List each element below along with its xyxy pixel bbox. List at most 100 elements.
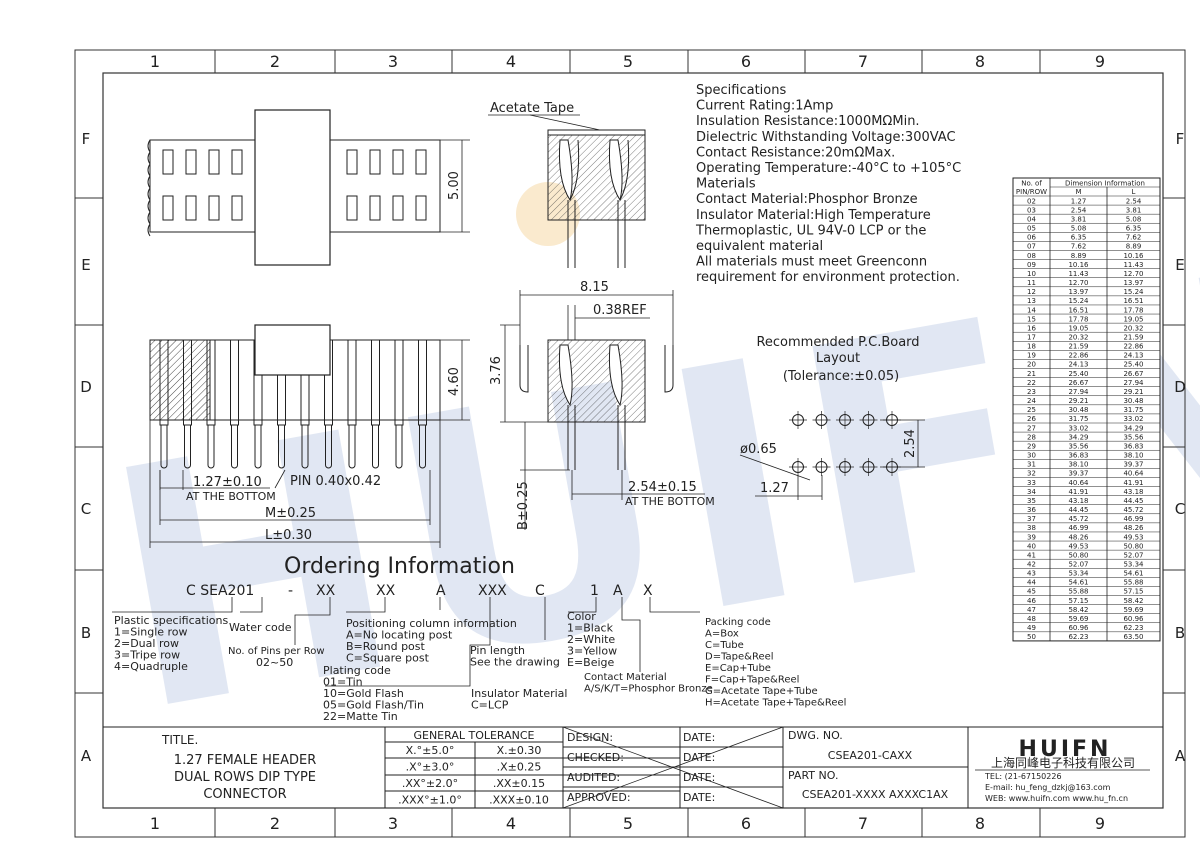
dim-815: 8.15 (580, 280, 609, 295)
dim-table-cell: 36.83 (1123, 442, 1143, 450)
dim-table-cell: 22.86 (1068, 352, 1089, 360)
dim-table-cell: 10.16 (1123, 252, 1144, 260)
title-line-3: CONNECTOR (203, 787, 286, 802)
acetate-tape-label: Acetate Tape (490, 101, 574, 116)
frame-col-8-bottom: 8 (975, 814, 985, 833)
role-date: DATE: (683, 731, 715, 744)
dim-table-cell: 20 (1027, 361, 1036, 369)
dim-table-cell: 8.89 (1071, 252, 1087, 260)
front-pin (184, 425, 191, 469)
dim-038: 0.38REF (593, 303, 647, 318)
tolerance-angle: X.°±5.0° (406, 744, 455, 757)
tolerance-header: GENERAL TOLERANCE (413, 729, 534, 742)
dim-table-cell: 21.59 (1123, 334, 1143, 342)
front-pin-body (206, 339, 216, 426)
dim-table-cell: 29.21 (1123, 388, 1143, 396)
dim-table-cell: 13 (1027, 297, 1036, 305)
title-line-1: 1.27 FEMALE HEADER (174, 753, 317, 768)
dim-table-cell: 6.35 (1071, 234, 1087, 242)
frame-col-4-bottom: 4 (506, 814, 516, 833)
dim-table-cell: 19.05 (1068, 324, 1088, 332)
dim-table-cell: 57.15 (1123, 588, 1143, 596)
company-email: E-mail: hu_feng_dzkj@163.com (985, 783, 1111, 792)
dim-table-cell: 08 (1027, 252, 1036, 260)
dim-m: M±0.25 (265, 506, 316, 521)
dim-table-cell: 29 (1027, 442, 1036, 450)
top-slot (369, 195, 381, 221)
front-pin (231, 425, 238, 469)
dim-table-cell: 25.40 (1123, 361, 1143, 369)
dim-table-cell: 34 (1027, 488, 1036, 496)
tolerance-linear: .XXX±0.10 (489, 794, 549, 807)
ord-plating-line: 22=Matte Tin (323, 710, 398, 723)
dim-table-cell: 49.53 (1068, 542, 1088, 550)
top-slot (208, 149, 220, 175)
frame-row-C-right: C (1175, 500, 1185, 518)
dim-table-cell: 7.62 (1071, 243, 1087, 251)
dim-table-cell: 2.54 (1126, 197, 1142, 205)
dim-table-cell: 60.96 (1123, 615, 1144, 623)
spec-line: All materials must meet Greenconn (696, 255, 927, 270)
frame-col-8-top: 8 (975, 52, 985, 71)
dim-table-cell: 40 (1027, 542, 1036, 550)
top-slot (415, 195, 427, 221)
dim-table-cell: 20.32 (1068, 334, 1088, 342)
top-slot (208, 195, 220, 221)
company-web: WEB: www.huifn.com www.hu_fn.cn (985, 794, 1128, 803)
frame-row-D-right: D (1174, 378, 1186, 396)
dim-table-cell: 48.26 (1068, 533, 1089, 541)
dim-table-cell: 45.72 (1068, 515, 1088, 523)
frame-col-5-top: 5 (623, 52, 633, 71)
company-name: 上海同峰电子科技有限公司 (991, 755, 1135, 770)
dim-pitch-note: AT THE BOTTOM (186, 490, 276, 503)
spec-line: Contact Resistance:20mΩMax. (696, 145, 895, 160)
top-slot (415, 149, 427, 175)
ord-plastic-line: 2=Dual row (114, 637, 179, 650)
dim-pin-size: PIN 0.40x0.42 (290, 474, 381, 489)
dim-table-cell: 35 (1027, 497, 1036, 505)
dim-table-cell: 8.89 (1126, 243, 1142, 251)
pcb-layout: Recommended P.C.Board Layout (Tolerance:… (739, 335, 925, 500)
ord-plastic-line: 1=Single row (114, 626, 188, 639)
frame-col-1-bottom: 1 (150, 814, 160, 833)
ordering-pins-line: No. of Pins per Row (228, 646, 325, 657)
front-pin-body (230, 339, 239, 426)
top-slot (392, 149, 404, 175)
dim-table-cell: 35.56 (1123, 433, 1144, 441)
part-number: CSEA201-XXXX AXXXC1AX (802, 788, 949, 801)
dim-table-cell: 31.75 (1068, 415, 1088, 423)
front-pin (301, 425, 309, 469)
dim-table-cell: 31.75 (1123, 406, 1143, 414)
frame-col-4-top: 4 (506, 52, 516, 71)
dim-table-cell: 11.43 (1068, 270, 1088, 278)
dim-table-cell: 38.10 (1068, 461, 1088, 469)
ord-color-line: E=Beige (567, 656, 615, 669)
title-block (103, 726, 1163, 809)
ord-packing-line: E=Cap+Tube (705, 663, 771, 674)
dim-table-cell: 16 (1027, 324, 1036, 332)
title-line-2: DUAL ROWS DIP TYPE (174, 770, 316, 785)
ord-plastic-line: 3=Tripe row (114, 649, 180, 662)
pcb-pitch-v: 2.54 (903, 429, 918, 458)
dim-table-cell: 38.10 (1123, 452, 1143, 460)
dim-table-cell: 50.80 (1123, 542, 1143, 550)
company-logo: HUIFN (1019, 737, 1112, 762)
dim-table-cell: 43.18 (1123, 488, 1143, 496)
order-code-part: C (535, 583, 545, 599)
title-block-text: X.°±5.0°X.±0.30.X°±3.0°.X±0.25.XX°±2.0°.… (398, 731, 715, 807)
front-view (149, 324, 470, 548)
ord-pinlength-line: See the drawing (470, 656, 560, 669)
tolerance-angle: .XX°±2.0° (402, 777, 458, 790)
dim-table-cell: 39 (1027, 533, 1036, 541)
frame-col-9-bottom: 9 (1095, 814, 1105, 833)
front-pin (325, 425, 332, 469)
dim-table-cell: 25.40 (1068, 370, 1088, 378)
ord-packing-line: D=Tape&Reel (705, 652, 774, 663)
dim-table-cell: 1.27 (1071, 197, 1087, 205)
dim-table-cell: 30.48 (1068, 406, 1088, 414)
ord-positioning-line: B=Round post (346, 640, 426, 653)
dim-table-cell: 57.15 (1068, 597, 1088, 605)
dim-table-cell: 40.64 (1123, 470, 1144, 478)
dim-table-cell: 33 (1027, 479, 1036, 487)
dim-table-cell: 55.88 (1068, 588, 1088, 596)
